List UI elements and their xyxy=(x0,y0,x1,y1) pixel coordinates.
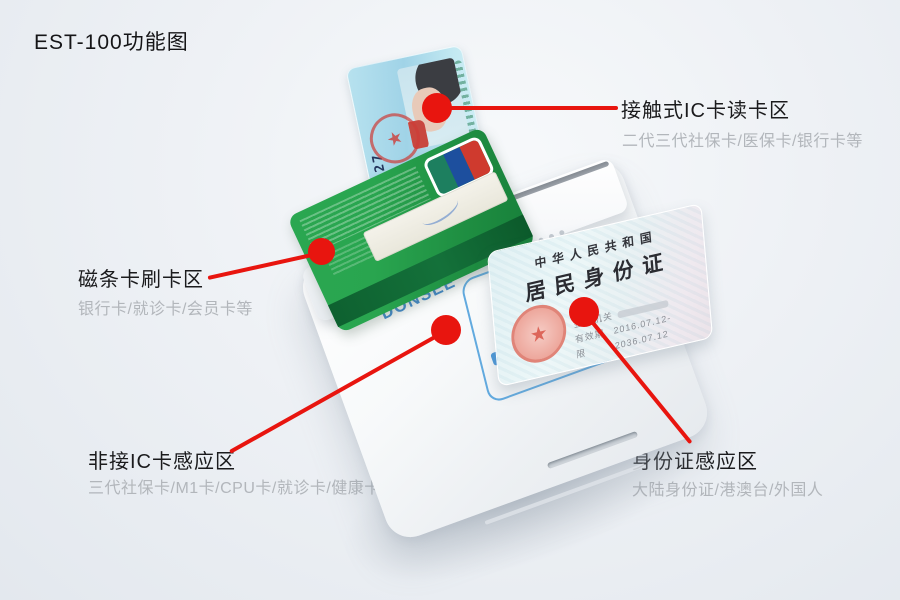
callout-title-id-sense: 身份证感应区 xyxy=(632,445,758,474)
callout-title-contact-ic: 接触式IC卡读卡区 xyxy=(621,100,790,122)
callout-title-magnetic: 磁条卡刷卡区 xyxy=(78,269,204,291)
callout-line-contact-ic xyxy=(437,106,618,110)
callout-title-contactless: 非接IC卡感应区 xyxy=(88,451,236,473)
callout-dot-magnetic xyxy=(308,238,335,265)
callout-subtitle-contactless: 三代社保卡/M1卡/CPU卡/就诊卡/健康卡/银行卡 xyxy=(88,480,436,497)
callout-subtitle-magnetic: 银行卡/就诊卡/会员卡等 xyxy=(78,301,253,318)
callout-dot-contactless xyxy=(431,315,461,345)
callout-dot-contact-ic xyxy=(422,93,452,123)
callout-dot-id-sense xyxy=(569,297,599,327)
page-title: EST-100功能图 xyxy=(34,31,189,54)
callout-subtitle-id-sense: 大陆身份证/港澳台/外国人 xyxy=(632,476,823,500)
callout-subtitle-contact-ic: 二代三代社保卡/医保卡/银行卡等 xyxy=(622,133,863,150)
